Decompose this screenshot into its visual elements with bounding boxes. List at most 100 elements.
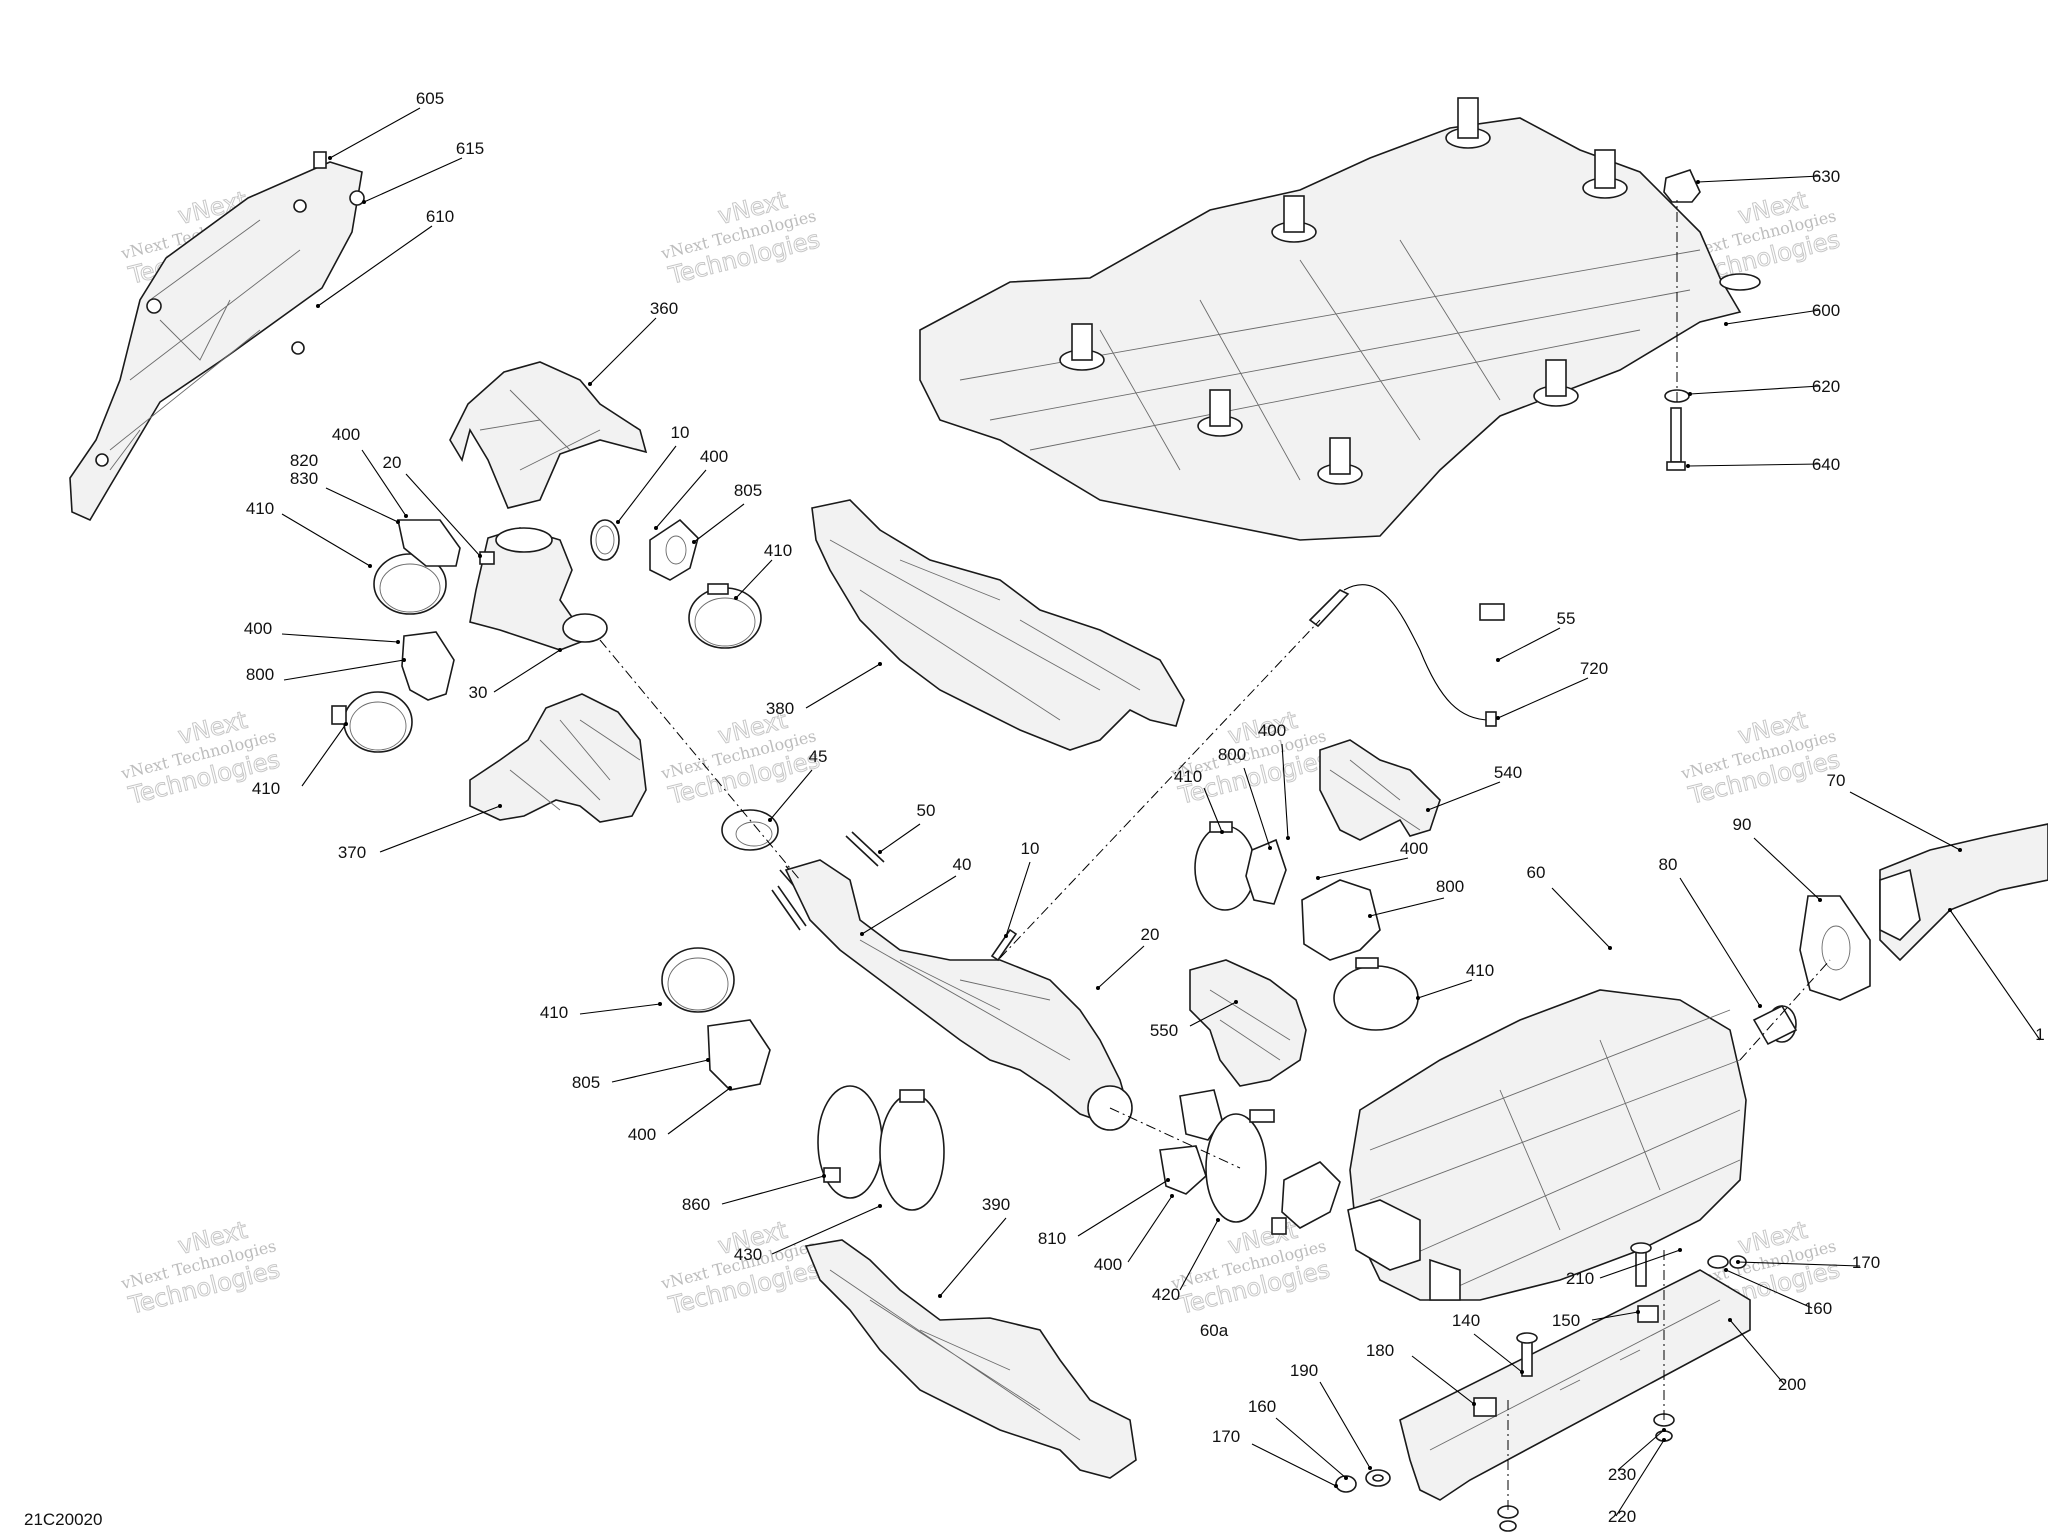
callout-c410a: 410 xyxy=(246,499,372,568)
leader-line xyxy=(693,503,745,543)
leader-tip xyxy=(1678,1248,1682,1252)
leader-tip xyxy=(860,932,864,936)
leader-tip xyxy=(1520,1370,1524,1374)
leader-line xyxy=(281,633,399,643)
leader-line xyxy=(1687,463,1821,467)
callout-c420: 420 xyxy=(1152,1218,1220,1304)
heat-shield-380 xyxy=(811,499,1185,751)
oxygen-sensor-55 xyxy=(1308,584,1505,727)
clamp-halves-820 xyxy=(397,519,461,567)
leader-line xyxy=(1411,1355,1475,1405)
callout-label: 810 xyxy=(1038,1229,1066,1248)
leader-tip xyxy=(1496,658,1500,662)
clamp-60a xyxy=(1271,1161,1341,1235)
heat-shield-550 xyxy=(1189,959,1307,1087)
clamp-420 xyxy=(1205,1109,1275,1223)
leader-tip xyxy=(1758,1004,1762,1008)
callout-label: 410 xyxy=(246,499,274,518)
callout-c810: 810 xyxy=(1038,1178,1170,1248)
leader-line xyxy=(1319,1381,1371,1469)
callout-c190: 190 xyxy=(1290,1361,1372,1470)
clamp-410-d xyxy=(661,947,735,1013)
callout-label: 615 xyxy=(456,139,484,158)
callout-c170a: 170 xyxy=(1736,1253,1880,1272)
leader-tip xyxy=(1958,848,1962,852)
leader-tip xyxy=(734,596,738,600)
callout-label: 80 xyxy=(1659,855,1678,874)
callout-label: 400 xyxy=(700,447,728,466)
callout-c10a: 10 xyxy=(616,423,689,524)
leader-line xyxy=(1551,887,1611,949)
callout-label: 610 xyxy=(426,207,454,226)
leader-line xyxy=(1849,791,1961,851)
callout-label: 820 xyxy=(290,451,318,470)
callout-label: 860 xyxy=(682,1195,710,1214)
callout-c550: 550 xyxy=(1150,1000,1238,1040)
leader-tip xyxy=(1948,908,1952,912)
callout-label: 10 xyxy=(671,423,690,442)
clamp-halves-805 xyxy=(649,518,699,581)
leader-line xyxy=(283,659,405,681)
leader-line xyxy=(861,875,957,935)
callout-label: 20 xyxy=(383,453,402,472)
leader-tip xyxy=(344,722,348,726)
heat-shield-540 xyxy=(1319,739,1441,841)
callout-label: 800 xyxy=(1436,877,1464,896)
callout-label: 830 xyxy=(290,469,318,488)
callout-label: 630 xyxy=(1812,167,1840,186)
leader-tip xyxy=(404,514,408,518)
leader-tip xyxy=(822,1174,826,1178)
callout-label: 45 xyxy=(809,747,828,766)
callout-label: 420 xyxy=(1152,1285,1180,1304)
callout-label: 150 xyxy=(1552,1311,1580,1330)
leader-line xyxy=(1369,897,1445,917)
clamp-410-c xyxy=(331,691,413,753)
clamp-410-f xyxy=(1333,957,1419,1031)
leader-tip xyxy=(1686,464,1690,468)
leader-line xyxy=(771,1205,881,1255)
leader-tip xyxy=(1166,1178,1170,1182)
leader-line xyxy=(1679,877,1761,1007)
callout-label: 800 xyxy=(1218,745,1246,764)
leader-line xyxy=(1473,1333,1523,1373)
gasket-90 xyxy=(1799,895,1871,1001)
muffler-60 xyxy=(1347,989,1747,1301)
leader-tip xyxy=(654,526,658,530)
drawing-code: 21C20020 xyxy=(24,1510,102,1529)
callout-label: 200 xyxy=(1778,1375,1806,1394)
leader-tip xyxy=(402,658,406,662)
callout-c430: 430 xyxy=(734,1204,882,1264)
callout-c400c: 400 xyxy=(244,619,400,644)
callout-c230: 230 xyxy=(1608,1428,1666,1484)
callout-c410c: 410 xyxy=(252,722,348,798)
leader-line xyxy=(805,663,881,709)
leader-line xyxy=(1599,1249,1681,1279)
callout-c80: 80 xyxy=(1659,855,1762,1008)
leader-line xyxy=(939,1217,1007,1297)
callout-label: 430 xyxy=(734,1245,762,1264)
callout-c370: 370 xyxy=(338,804,502,862)
leader-tip xyxy=(1316,876,1320,880)
callout-label: 410 xyxy=(540,1003,568,1022)
heat-shield-390 xyxy=(804,1239,1137,1479)
callout-label: 230 xyxy=(1608,1465,1636,1484)
leader-line xyxy=(1729,1319,1785,1385)
callout-label: 390 xyxy=(982,1195,1010,1214)
callout-c200: 200 xyxy=(1728,1318,1806,1394)
exhaust-manifold-20 xyxy=(469,527,608,651)
callout-c400b: 400 xyxy=(654,447,728,530)
leader-tip xyxy=(1416,996,1420,1000)
clamp-860 xyxy=(817,1085,945,1211)
leader-tip xyxy=(1608,946,1612,950)
callout-label: 400 xyxy=(244,619,272,638)
callout-label: 30 xyxy=(469,683,488,702)
grommet-630 xyxy=(1663,169,1701,203)
callout-c400a: 400 xyxy=(332,425,408,518)
leader-tip xyxy=(396,520,400,524)
callout-c30: 30 xyxy=(469,648,562,702)
